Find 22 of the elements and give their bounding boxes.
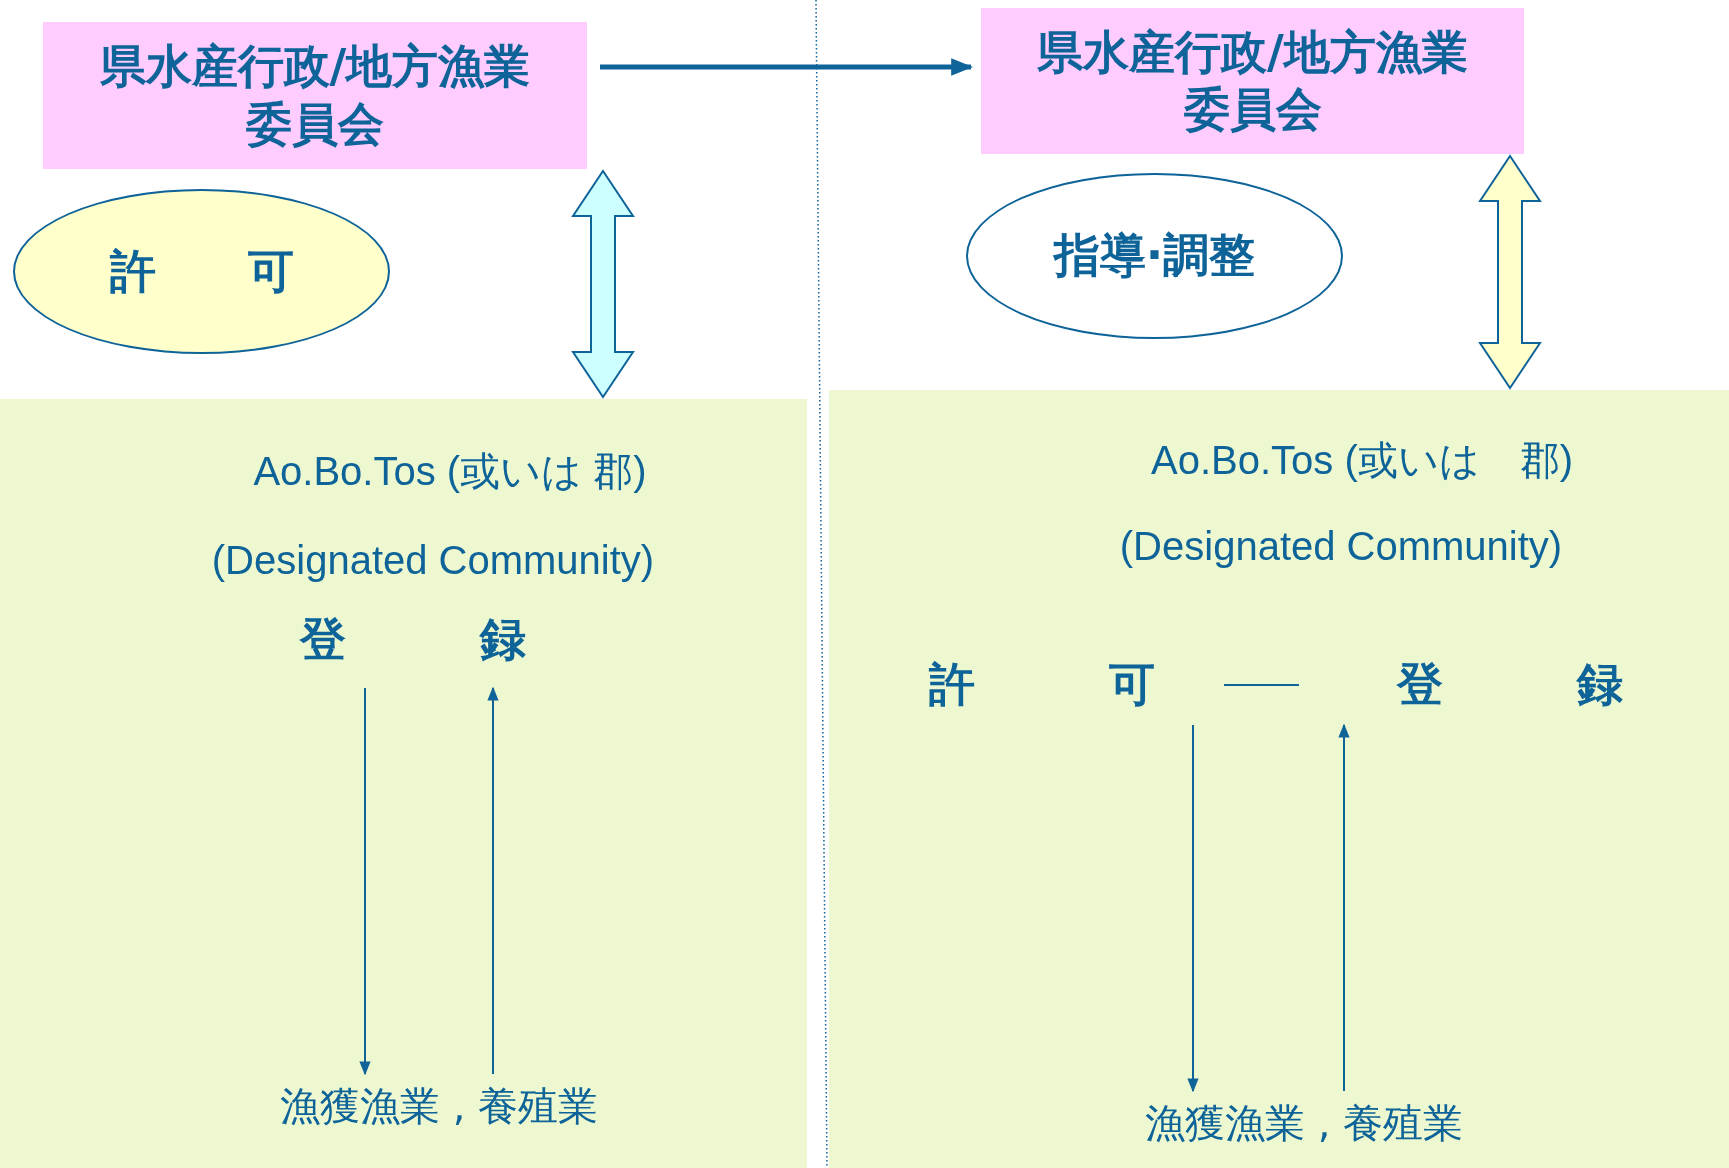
activity-label: 漁獲漁業 , 養殖業 — [1104, 1095, 1504, 1151]
arrow — [1338, 723, 1350, 1092]
ellipse: 許 可 — [13, 189, 390, 354]
title-box: 県水産行政/地方漁業委員会 — [43, 22, 587, 169]
activity-label: 漁獲漁業 , 養殖業 — [239, 1078, 639, 1134]
ellipse: 指導·調整 — [966, 173, 1343, 339]
panel-text: Ao.Bo.Tos (或いは 郡) — [1149, 437, 1575, 484]
status-label: 許 可 — [929, 656, 1169, 713]
arrow — [1187, 724, 1199, 1093]
arrow — [487, 686, 499, 1075]
status-label: 登 録 — [1397, 656, 1637, 713]
double-arrow — [571, 169, 635, 399]
status-label: 登 録 — [290, 610, 550, 668]
panel-text: (Designated Community) — [210, 537, 656, 584]
panel-text: (Designated Community) — [1118, 523, 1564, 570]
title-box: 県水産行政/地方漁業委員会 — [981, 8, 1524, 154]
community-panel — [829, 390, 1729, 1168]
arrow — [600, 58, 974, 76]
community-panel — [0, 399, 807, 1168]
double-arrow — [1478, 154, 1542, 390]
arrow — [359, 687, 371, 1076]
panel-text: Ao.Bo.Tos (或いは 郡) — [252, 448, 648, 495]
